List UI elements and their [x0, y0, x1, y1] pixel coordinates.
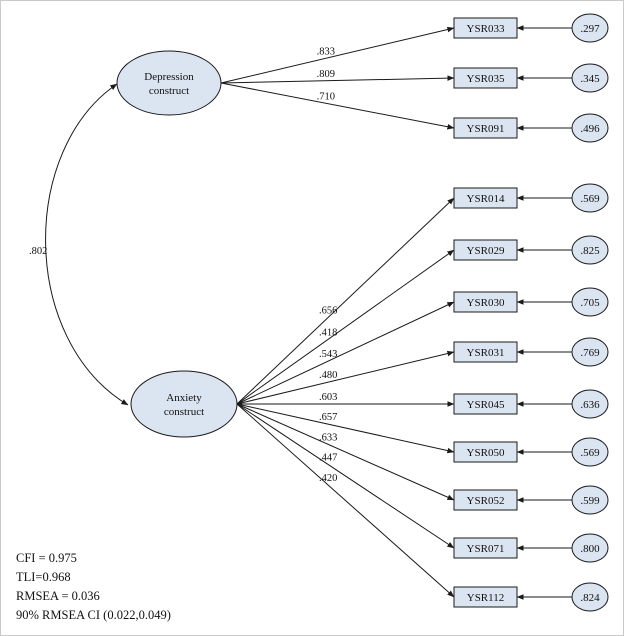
- loading-value-ysr014: .656: [319, 305, 337, 316]
- indicator-box-ysr091: [453, 117, 518, 139]
- error-term-ysr112: [571, 582, 609, 612]
- fit-cfi: CFI = 0.975: [16, 551, 77, 565]
- factor-depression-label-line2: construct: [149, 85, 189, 97]
- factor-depression-label-line1: Depression: [144, 71, 194, 83]
- indicator-label-ysr033: YSR033: [467, 23, 505, 35]
- indicator-box-ysr052: [453, 489, 518, 511]
- error-term-ysr045: [571, 389, 609, 419]
- loading-arrow-ysr014: [236, 197, 455, 405]
- loading-arrow-ysr071: [236, 403, 455, 549]
- loading-arrow-ysr052: [236, 403, 455, 501]
- error-term-ysr091: [571, 113, 609, 143]
- loading-arrow-ysr112: [236, 403, 455, 598]
- error-term-ysr031: [571, 337, 609, 367]
- error-term-ysr071: [571, 533, 609, 563]
- loading-value-ysr045: .603: [319, 392, 337, 403]
- indicator-label-ysr052: YSR052: [467, 495, 505, 507]
- loading-value-ysr030: .543: [319, 349, 337, 360]
- error-term-ysr050: [571, 437, 609, 467]
- error-value-ysr052: .599: [580, 495, 600, 507]
- indicator-box-ysr014: [453, 187, 518, 209]
- loading-value-ysr029: .418: [319, 327, 337, 338]
- loading-arrow-ysr029: [236, 249, 455, 405]
- loading-arrow-ysr033: [220, 26, 455, 84]
- error-value-ysr033: .297: [580, 23, 600, 35]
- paths-layer: [220, 13, 609, 612]
- loading-value-ysr035: .809: [317, 69, 335, 80]
- factor-anxiety: Anxiety construct: [130, 370, 238, 438]
- factor-correlation-arrow: [45, 83, 129, 406]
- indicator-box-ysr035: [453, 67, 518, 89]
- correlation-label: .802: [29, 246, 47, 257]
- loading-value-ysr033: .833: [317, 46, 335, 57]
- fit-rmsea-ci: 90% RMSEA CI (0.022,0.049): [16, 608, 171, 622]
- indicator-box-ysr029: [453, 239, 518, 261]
- indicator-box-ysr071: [453, 537, 518, 559]
- error-value-ysr091: .496: [580, 123, 600, 135]
- error-term-ysr030: [571, 287, 609, 317]
- indicator-label-ysr029: YSR029: [467, 245, 505, 257]
- error-value-ysr112: .824: [580, 592, 600, 604]
- loading-arrow-ysr050: [236, 403, 455, 454]
- indicator-box-ysr045: [453, 393, 518, 415]
- fit-tli: TLI=0.968: [16, 570, 71, 584]
- error-term-ysr035: [571, 63, 609, 93]
- loading-value-ysr112: .420: [319, 473, 337, 484]
- error-value-ysr030: .705: [580, 297, 600, 309]
- loading-value-ysr071: .447: [319, 452, 337, 463]
- indicator-label-ysr112: YSR112: [467, 592, 505, 604]
- indicator-label-ysr030: YSR030: [467, 297, 505, 309]
- error-value-ysr035: .345: [580, 73, 600, 85]
- indicator-label-ysr031: YSR031: [467, 347, 505, 359]
- indicator-label-ysr091: YSR091: [467, 123, 505, 135]
- factor-depression-ellipse: [116, 50, 222, 116]
- error-term-ysr029: [571, 235, 609, 265]
- error-term-ysr033: [571, 13, 609, 43]
- factor-anxiety-label-line1: Anxiety: [166, 392, 202, 404]
- error-value-ysr045: .636: [580, 399, 600, 411]
- indicator-label-ysr035: YSR035: [467, 73, 505, 85]
- indicator-box-ysr030: [453, 291, 518, 313]
- error-value-ysr050: .569: [580, 447, 600, 459]
- error-value-ysr029: .825: [580, 245, 600, 257]
- indicator-box-ysr112: [453, 586, 518, 608]
- indicator-label-ysr071: YSR071: [467, 543, 505, 555]
- indicator-box-ysr050: [453, 441, 518, 463]
- indicator-box-ysr033: [453, 17, 518, 39]
- error-term-ysr014: [571, 183, 609, 213]
- error-value-ysr071: .800: [580, 543, 600, 555]
- fit-rmsea: RMSEA = 0.036: [16, 589, 100, 603]
- loading-value-ysr091: .710: [317, 91, 335, 102]
- indicator-box-ysr031: [453, 341, 518, 363]
- loading-arrow-ysr091: [220, 82, 455, 130]
- error-value-ysr014: .569: [580, 193, 600, 205]
- loading-value-ysr031: .480: [319, 370, 337, 381]
- error-term-ysr052: [571, 485, 609, 515]
- factor-anxiety-ellipse: [130, 370, 238, 438]
- loading-arrow-ysr031: [236, 350, 455, 405]
- factor-depression: Depression construct: [116, 50, 222, 116]
- indicator-label-ysr045: YSR045: [467, 399, 505, 411]
- indicator-label-ysr050: YSR050: [467, 447, 505, 459]
- loading-arrow-ysr035: [220, 75, 455, 84]
- factor-anxiety-label-line2: construct: [164, 406, 204, 418]
- loading-value-ysr052: .633: [319, 432, 337, 443]
- indicator-label-ysr014: YSR014: [467, 193, 505, 205]
- loading-arrow-ysr030: [236, 301, 455, 405]
- loading-value-ysr050: .657: [319, 412, 337, 423]
- error-value-ysr031: .769: [580, 347, 600, 359]
- fit-statistics: CFI = 0.975 TLI=0.968 RMSEA = 0.036 90% …: [16, 551, 171, 622]
